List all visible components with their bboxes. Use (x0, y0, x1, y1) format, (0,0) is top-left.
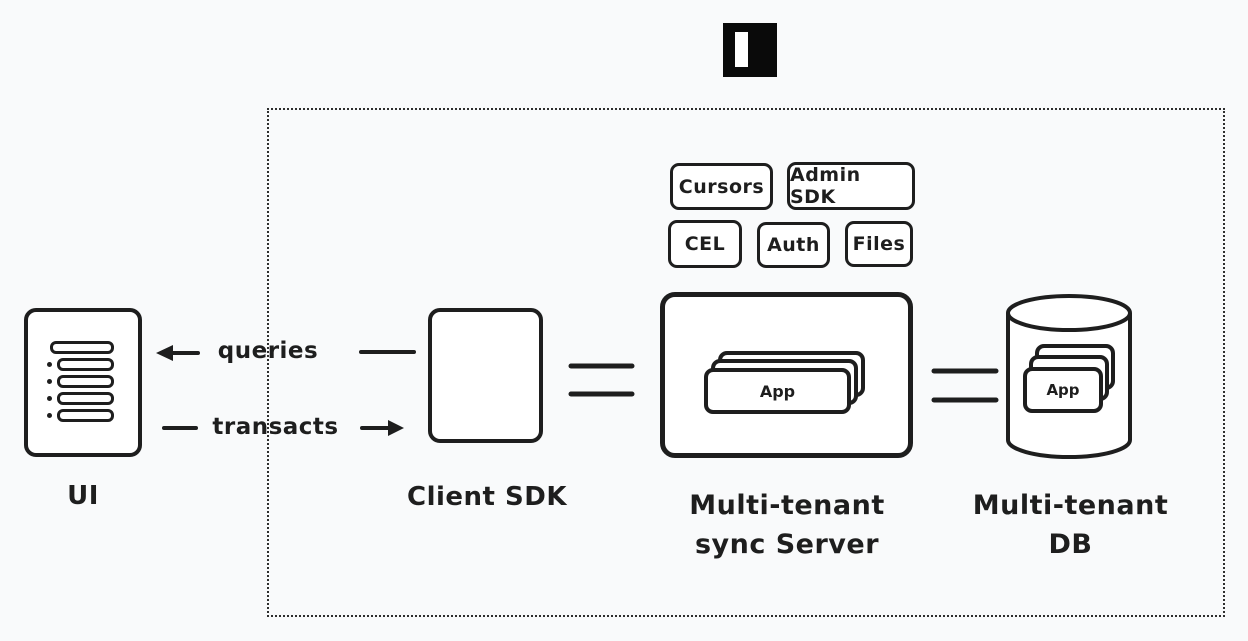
badge-files: Files (845, 221, 913, 267)
instant-logo-bar (735, 32, 748, 67)
app-card-label: App (759, 381, 796, 401)
sync-server-label-line2: sync Server (694, 529, 880, 560)
db-app-card-label: App (1046, 381, 1080, 399)
server-boundary-dotted-border (267, 108, 1225, 617)
badge-auth: Auth (757, 222, 830, 268)
transacts-label: transacts (212, 414, 339, 440)
db-label: Multi-tenant DB (944, 486, 1197, 564)
client-sdk-node (428, 308, 543, 443)
instant-logo-icon (723, 23, 777, 77)
badge-cel: CEL (668, 220, 742, 268)
arrow-left-icon (156, 345, 200, 361)
ui-label: UI (67, 481, 99, 511)
sync-server-label: Multi-tenant sync Server (655, 486, 919, 564)
badge-cel-label: CEL (684, 233, 726, 255)
badge-files-label: Files (852, 233, 906, 255)
badge-auth-label: Auth (767, 234, 820, 256)
badge-admin-sdk-label: Admin SDK (790, 164, 861, 208)
badge-cursors: Cursors (670, 163, 773, 210)
db-label-line1: Multi-tenant (972, 490, 1169, 521)
badge-cursors-label: Cursors (678, 175, 765, 198)
sync-server-node: App (660, 292, 913, 458)
db-label-line2: DB (1048, 529, 1093, 560)
ui-node (24, 308, 142, 457)
db-app-card-front: App (1023, 367, 1103, 413)
app-card-front: App (704, 368, 851, 414)
queries-label: queries (217, 338, 319, 364)
badge-admin-sdk: Admin SDK (787, 162, 915, 210)
client-sdk-label: Client SDK (407, 482, 567, 512)
sync-server-label-line1: Multi-tenant (689, 490, 885, 521)
